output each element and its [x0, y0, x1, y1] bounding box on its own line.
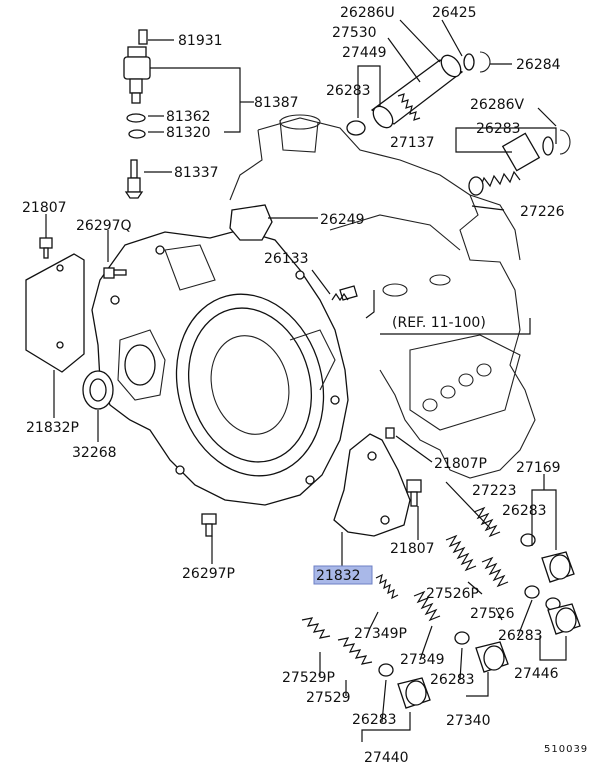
- label-27526[interactable]: 27526: [470, 606, 515, 622]
- label-26283-e[interactable]: 26283: [430, 672, 475, 688]
- label-27349[interactable]: 27349: [400, 652, 445, 668]
- label-27526p[interactable]: 27526P: [426, 586, 479, 602]
- label-26425[interactable]: 26425: [432, 5, 477, 21]
- label-27530[interactable]: 27530: [332, 25, 377, 41]
- label-81931[interactable]: 81931: [178, 33, 223, 49]
- label-27223[interactable]: 27223: [472, 483, 517, 499]
- label-21832p[interactable]: 21832P: [26, 420, 79, 436]
- label-26283-f[interactable]: 26283: [352, 712, 397, 728]
- label-81337[interactable]: 81337: [174, 165, 219, 181]
- right-bracket: [201, 427, 422, 537]
- label-26283-c[interactable]: 26283: [502, 503, 547, 519]
- label-21807[interactable]: 21807: [22, 200, 67, 216]
- engine-outline: [229, 114, 536, 479]
- left-bracket: [25, 237, 127, 410]
- label-27449[interactable]: 27449: [342, 45, 387, 61]
- upper-valve-assembly: [346, 51, 571, 196]
- label-81387[interactable]: 81387: [254, 95, 299, 111]
- label-26283-b[interactable]: 26283: [476, 121, 521, 137]
- part-labels: 81931 81387 81362 81320 81337 26286U 264…: [22, 5, 588, 766]
- diagram-id: 510039: [544, 744, 588, 755]
- label-21807-b[interactable]: 21807: [390, 541, 435, 557]
- label-26249[interactable]: 26249: [320, 212, 365, 228]
- label-81362[interactable]: 81362: [166, 109, 211, 125]
- label-27169[interactable]: 27169: [516, 460, 561, 476]
- label-27340[interactable]: 27340: [446, 713, 491, 729]
- label-27137[interactable]: 27137: [390, 135, 435, 151]
- label-27226[interactable]: 27226: [520, 204, 565, 220]
- label-32268[interactable]: 32268: [72, 445, 117, 461]
- label-26133[interactable]: 26133: [264, 251, 309, 267]
- label-26297p[interactable]: 26297P: [182, 566, 235, 582]
- label-26286u[interactable]: 26286U: [340, 5, 395, 21]
- label-26284[interactable]: 26284: [516, 57, 561, 73]
- label-27349p[interactable]: 27349P: [354, 626, 407, 642]
- transaxle-case: [91, 229, 349, 506]
- lower-spring-piston-set: [301, 506, 581, 709]
- label-27440[interactable]: 27440: [364, 750, 409, 766]
- highlight-box: [313, 565, 373, 585]
- label-21807p[interactable]: 21807P: [434, 456, 487, 472]
- label-27446[interactable]: 27446: [514, 666, 559, 682]
- label-26297q[interactable]: 26297Q: [76, 218, 132, 234]
- label-26283-d[interactable]: 26283: [498, 628, 543, 644]
- leader-lines: [45, 19, 567, 742]
- label-27529p[interactable]: 27529P: [282, 670, 335, 686]
- label-26286v[interactable]: 26286V: [470, 97, 525, 113]
- label-21832[interactable]: 21832: [316, 568, 361, 584]
- speed-sensor-assembly: [123, 29, 151, 199]
- bracket-26249: [229, 204, 358, 302]
- label-81320[interactable]: 81320: [166, 125, 211, 141]
- label-ref[interactable]: (REF. 11-100): [392, 315, 486, 331]
- label-27529[interactable]: 27529: [306, 690, 351, 706]
- label-26283-a[interactable]: 26283: [326, 83, 371, 99]
